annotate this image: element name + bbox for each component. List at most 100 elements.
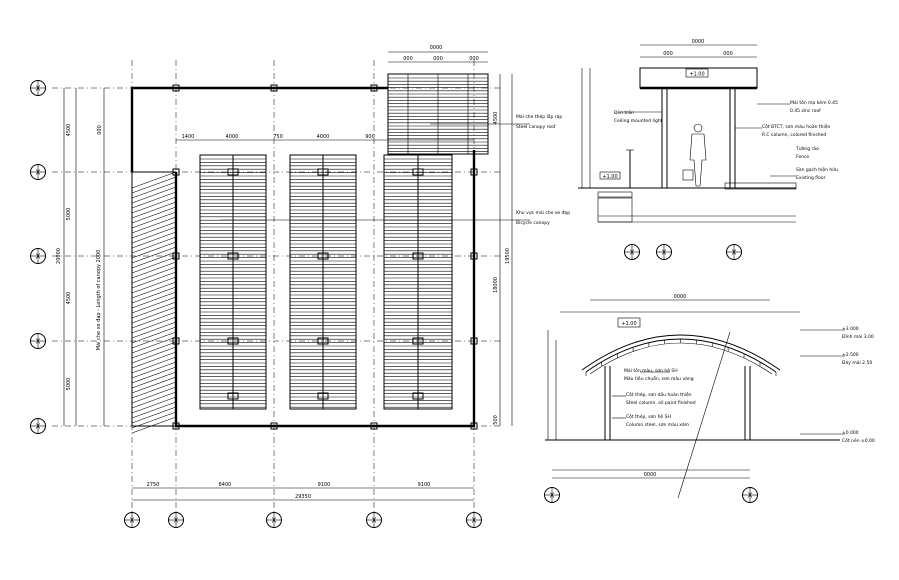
elevation-levels: +3.000 Đỉnh mái 3.00 +2.500 Đáy mái 2.50… — [800, 326, 875, 444]
grid-bubble-label: X — [36, 85, 41, 93]
dim-top-c: 000 — [469, 56, 479, 62]
roof-note-2: Steel canopy roof — [516, 124, 556, 130]
section-note-3a: Cột BTCT, sơn màu hoàn thiện — [762, 123, 830, 130]
grid-bubble-col-5: X — [466, 512, 482, 528]
grid-bubble-col-1: X — [124, 512, 140, 528]
section-existing-floor — [724, 182, 797, 190]
section-bubble-2: X — [656, 244, 672, 260]
section-note-1b: Ceiling mounted light — [614, 118, 663, 124]
grid-bubble-label: X — [372, 517, 377, 525]
carport-note-2: Bicycle canopy — [516, 220, 550, 226]
section-fence-footing — [597, 197, 633, 223]
elevation-bubble-1: X — [544, 487, 560, 503]
dim-bottom-3: 9100 — [318, 482, 331, 488]
vertical-note: Mái che xe đạp - Length of canopy 2000 — [95, 250, 102, 351]
dim-right-total: 18000 — [493, 277, 499, 293]
grid-bubble-label: X — [36, 253, 41, 261]
dim-top-a: 000 — [403, 56, 413, 62]
grid-bubble-col-2: X — [168, 512, 184, 528]
plan-leader-notes: Mái che thép lắp ráp Steel canopy roof K… — [220, 113, 570, 226]
dim-left-total: 20000 — [56, 248, 62, 264]
grid-bubble-row-4: X — [30, 333, 46, 349]
level-2-code: +2.500 — [842, 352, 859, 358]
section-view: 0000 000 000 +1.00 +1.00 — [578, 39, 838, 260]
dim-left-2: 5000 — [66, 208, 72, 221]
grid-bubble-label: X — [36, 338, 41, 346]
grid-bubble-label: X — [272, 517, 277, 525]
grid-bubble-row-3: X — [30, 248, 46, 264]
elevation-arch-roof — [581, 334, 781, 371]
section-dim-a: 000 — [663, 51, 673, 57]
dim-left-4: 5000 — [66, 378, 72, 391]
level-1-code: +3.000 — [842, 326, 859, 332]
elevation-dim-bottom: 0000 — [644, 472, 657, 478]
elevation-note-1b: Màu tiêu chuẩn, sơn màu vàng — [624, 375, 694, 382]
grid-bubble-label: X — [472, 517, 477, 525]
grid-bubble-label: X — [130, 517, 135, 525]
section-note-5a: Sàn gạch hiện hữu — [796, 166, 838, 173]
elevation-note-3a: Cột thép, sơn hệ SH — [626, 413, 671, 420]
section-note-2a: Mái tôn mạ kẽm 0.45 — [790, 99, 838, 106]
grid-bubble-row-1: X — [30, 80, 46, 96]
dim-bottom-1: 2750 — [147, 482, 160, 488]
dim-bottom-total: 29350 — [295, 494, 311, 500]
grid-bubble-label: X — [174, 517, 179, 525]
dim-inner-4: 4000 — [317, 134, 330, 140]
grid-bubble-col-3: X — [266, 512, 282, 528]
section-dim-top: 0000 — [692, 39, 705, 45]
dim-top-b: 000 — [433, 56, 443, 62]
level-2-text: Đáy mái 2.50 — [842, 359, 872, 366]
plan-dims-top: 0000 000 000 000 1400 4000 750 4000 900 — [176, 45, 488, 141]
section-bubble-1: X — [624, 244, 640, 260]
svg-text:+1.00: +1.00 — [602, 174, 617, 180]
elevation-note-2a: Cột thép, sơn dầu hoàn thiện — [626, 390, 692, 398]
grid-bubble-label: X — [662, 249, 667, 257]
grid-bubble-row-2: X — [30, 164, 46, 180]
dim-inner-2: 4000 — [226, 134, 239, 140]
elevation-view: 0000 +1.00 +3.000 Đỉnh mái 3.00 +2.500 Đ… — [544, 294, 875, 503]
elevation-bubble-2: X — [742, 487, 758, 503]
dim-right-inner: 19500 — [505, 248, 511, 264]
grid-bubble-label: X — [748, 492, 753, 500]
section-bubble-3: X — [726, 244, 742, 260]
elevation-dim-top: 0000 — [674, 294, 687, 300]
section-note-1a: Đèn trần — [614, 108, 634, 116]
plan-dims-bottom: 2750 8400 9100 9100 29350 — [132, 482, 474, 501]
grid-bubble-row-5: X — [30, 418, 46, 434]
dim-right-top: 4500 — [493, 112, 499, 125]
dim-bottom-4: 9100 — [418, 482, 431, 488]
roof-block-top — [387, 73, 489, 155]
dim-top-overall: 0000 — [430, 45, 443, 51]
section-note-4a: Tường rào — [795, 145, 819, 152]
roof-note-1: Mái che thép lắp ráp — [516, 113, 562, 120]
section-person-figure — [682, 123, 707, 187]
elevation-note-2b: Steel column, oil paint finished — [626, 400, 696, 406]
plan-columns — [172, 84, 478, 430]
grid-bubble-col-4: X — [366, 512, 382, 528]
carport-block-2 — [289, 154, 357, 410]
grid-bubble-label: X — [550, 492, 555, 500]
dim-right-bot: 500 — [493, 415, 499, 425]
grid-bubble-label: X — [36, 423, 41, 431]
svg-text:+1.00: +1.00 — [689, 72, 704, 78]
carport-note-1: Khu vực mái che xe đạp — [516, 209, 570, 216]
elevation-section-cut-line — [677, 331, 731, 499]
plan-dims-right: 4500 18000 19500 500 — [493, 74, 513, 426]
grid-bubble-label: X — [732, 249, 737, 257]
section-level-tag — [685, 68, 709, 78]
elevation-note-1a: Mái tôn màu, sơn hệ SH — [624, 367, 678, 374]
section-note-2b: 0.45 zinc roof — [790, 108, 821, 114]
elevation-note-3b: Column steel, sơn màu xám — [626, 421, 689, 428]
floor-plan: 0000 000 000 000 1400 4000 750 4000 900 … — [30, 45, 570, 528]
canopy-strip-hatch — [131, 171, 177, 434]
dim-inner-5: 900 — [365, 134, 375, 140]
dim-left-inner: 000 — [97, 125, 103, 135]
section-note-5b: Existing floor — [796, 175, 826, 181]
level-3-code: ±0.000 — [842, 430, 859, 436]
dim-left-3: 4500 — [66, 292, 72, 305]
plan-dims-left: 4500 5000 4500 5000 20000 000 Mái che xe… — [56, 88, 105, 426]
